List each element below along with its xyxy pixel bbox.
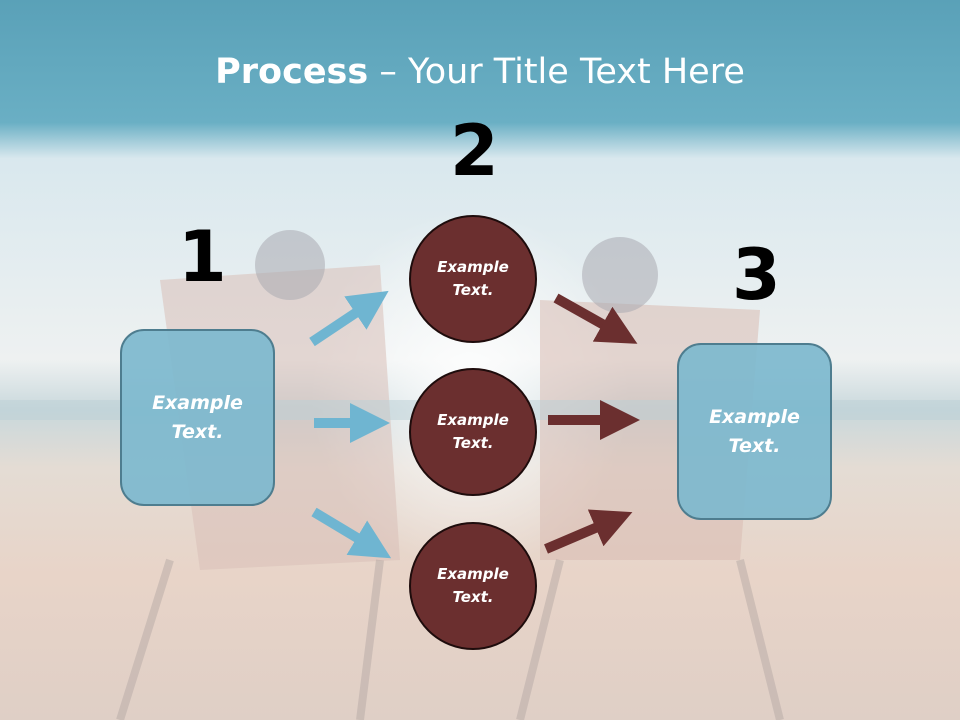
arrow-red-up [544, 509, 633, 554]
circle-bottom-line2: Text. [452, 588, 494, 606]
circle-middle-line2: Text. [452, 434, 494, 452]
arrow-blue-up [309, 290, 389, 347]
circle-top-line2: Text. [452, 281, 494, 299]
step-number-2: 2 [450, 110, 499, 192]
left-box-line1: Example [152, 391, 243, 414]
step-number-3: 3 [732, 234, 781, 316]
right-box-line2: Text. [728, 434, 781, 457]
title-rest: – Your Title Text Here [368, 52, 745, 92]
left-box-line2: Text. [171, 420, 224, 443]
step-number-1: 1 [178, 216, 227, 298]
title-bold: Process [215, 52, 369, 92]
right-box-line1: Example [709, 405, 800, 428]
circle-middle-line1: Example [437, 411, 509, 429]
arrow-blue-down [311, 507, 392, 559]
circle-top-line1: Example [437, 258, 509, 276]
circle-bottom-line1: Example [437, 565, 509, 583]
arrow-red-down [553, 293, 638, 344]
slide-title: Process – Your Title Text Here [0, 52, 960, 92]
